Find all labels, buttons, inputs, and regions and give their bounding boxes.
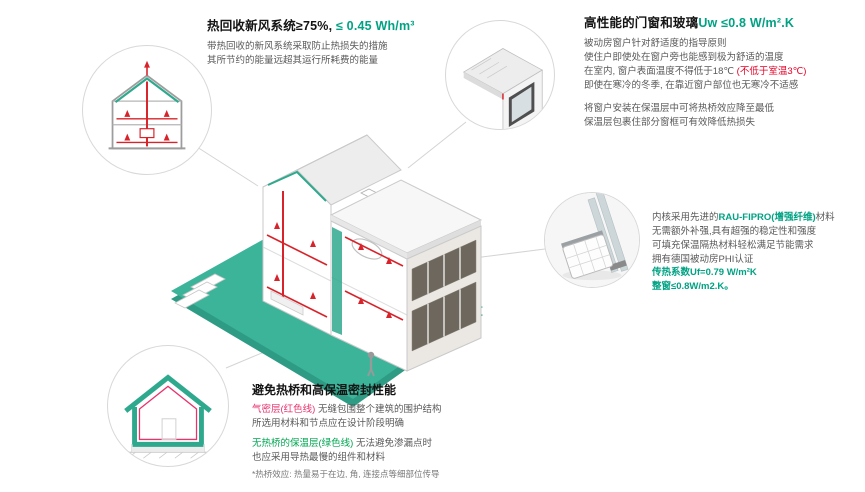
- thermal-airtight-line: 气密层(红色线) 无缝包围整个建筑的围护结构: [252, 403, 441, 417]
- passive-house-3d-illustration: [171, 134, 483, 407]
- thermal-callout-text: 避免热桥和高保温密封性能 气密层(红色线) 无缝包围整个建筑的围护结构 所选用材…: [252, 381, 441, 481]
- ventilation-body-line2: 其所节约的能量远超其运行所耗费的能量: [207, 54, 379, 66]
- insulated-section-icon: [121, 374, 215, 459]
- profile-line1-material: RAU-FIPRO(增强纤维): [718, 212, 816, 223]
- windows-title-main: 高性能的门窗和玻璃: [584, 16, 699, 30]
- teal-interior-wall: [332, 227, 342, 335]
- windows-title-value: Uw ≤0.8 W/m².K: [698, 16, 795, 30]
- windows-line3-prefix: 在室内, 窗户表面温度不得低于18℃: [584, 65, 737, 77]
- thermal-insulation-line: 无热桥的保温层(绿色线) 无法避免渗漏点时: [252, 437, 441, 451]
- insulation-detail-circle: [107, 345, 229, 467]
- insulation-layer-label: 无热桥的保温层(绿色线): [252, 437, 354, 449]
- airtight-layer-label: 气密层(红色线): [252, 404, 316, 415]
- thermal-title: 避免热桥和高保温密封性能: [252, 383, 397, 397]
- ventilation-title-main: 热回收新风系统≥75%,: [207, 19, 336, 33]
- airtight-layer-text: 无缝包围整个建筑的围护结构: [315, 404, 442, 415]
- ventilation-detail-circle: [82, 45, 212, 175]
- window-profile-icon: [545, 193, 639, 287]
- profile-value-line2: 整窗≤0.8W/m2.K。: [652, 281, 734, 293]
- windows-line1: 被动房窗户针对舒适度的指导原则: [584, 38, 727, 49]
- person-figure: [367, 351, 375, 377]
- insulation-layer-text: 无法避免渗漏点时: [353, 437, 432, 449]
- windows-line2: 使住户即使处在窗户旁也能感到极为舒适的温度: [584, 51, 784, 63]
- windows-callout-text: 高性能的门窗和玻璃Uw ≤0.8 W/m².K 被动房窗户针对舒适度的指导原则 …: [584, 12, 806, 130]
- windows-line6: 保温层包裹住部分窗框可有效降低热损失: [584, 117, 756, 129]
- windows-line5: 将窗户安装在保温层中可将热桥效应降至最低: [584, 103, 775, 115]
- ventilation-title-value: ≤ 0.45 Wh/m³: [335, 19, 415, 33]
- profile-line2: 无需额外补强,具有超强的稳定性和强度: [652, 225, 817, 237]
- windows-line4: 即使在寒冷的冬季, 在靠近窗户部位也无寒冷不适感: [584, 79, 799, 91]
- profile-line4: 拥有德国被动房PHI认证: [652, 253, 754, 265]
- windows-title: 高性能的门窗和玻璃Uw ≤0.8 W/m².K: [584, 12, 806, 31]
- ventilation-title: 热回收新风系统≥75%, ≤ 0.45 Wh/m³: [207, 15, 415, 34]
- profile-line1: 内核采用先进的RAU-FIPRO(增强纤维)材料: [652, 211, 835, 225]
- profile-callout-text: 内核采用先进的RAU-FIPRO(增强纤维)材料 无需额外补强,具有超强的稳定性…: [652, 211, 835, 294]
- profile-line3: 可填充保温隔热材料轻松满足节能需求: [652, 239, 814, 251]
- profile-line1-prefix: 内核采用先进的: [652, 212, 719, 223]
- thermal-line2: 所选用材料和节点应在设计阶段明确: [252, 417, 405, 429]
- thermal-line4: 也应采用导热最慢的组件和材料: [252, 451, 386, 463]
- windows-line3: 在室内, 窗户表面温度不得低于18℃ (不低于室温3℃): [584, 65, 806, 79]
- windows-line3-red-note: (不低于室温3℃): [736, 65, 807, 77]
- ventilation-section-icon: [108, 60, 186, 150]
- ventilation-callout-text: 热回收新风系统≥75%, ≤ 0.45 Wh/m³ 带热回收的新风系统采取防止热…: [207, 15, 415, 68]
- window-profile-detail-circle: [544, 192, 640, 288]
- profile-line1-suffix: 材料: [815, 212, 835, 223]
- profile-value-line1: 传热系数Uf=0.79 W/m²K: [652, 267, 757, 279]
- window-axon-icon: [462, 48, 544, 129]
- ventilation-body-line1: 带热回收的新风系统采取防止热损失的措施: [207, 41, 388, 52]
- thermal-footnote: *热桥效应: 热量易于在边, 角, 连接点等细部位传导: [252, 469, 440, 480]
- window-install-detail-circle: [445, 20, 555, 130]
